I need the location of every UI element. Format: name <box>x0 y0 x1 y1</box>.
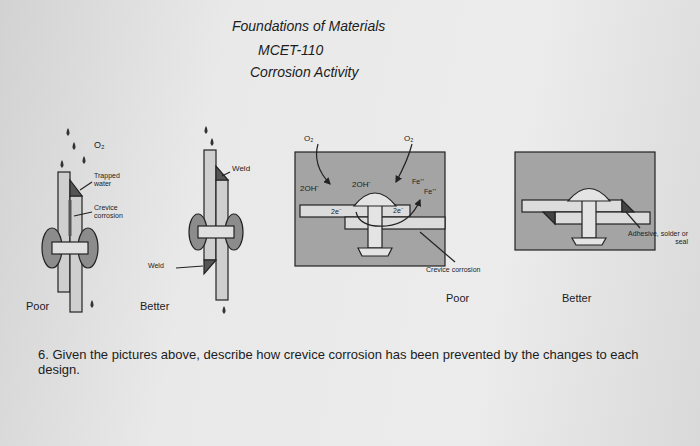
poor-joint-2 <box>295 144 455 266</box>
gas-label: O₂ <box>94 140 105 150</box>
electron-label: 2e⁻ <box>392 207 404 215</box>
ion-label: Fe⁺⁺ <box>424 188 436 196</box>
better-joint-1 <box>176 126 243 314</box>
rating-label: Better <box>140 300 169 313</box>
rating-label: Poor <box>446 292 469 305</box>
callout-label: Trapped water <box>94 172 128 188</box>
ion-label: 2OH⁻ <box>352 180 371 189</box>
course-code: MCET-110 <box>258 42 323 58</box>
gas-label: O₂ <box>404 134 413 143</box>
callout-label: Weld <box>148 262 164 270</box>
rating-label: Better <box>562 292 591 305</box>
worksheet-title: Foundations of Materials <box>232 18 385 34</box>
gas-label: O₂ <box>304 134 313 143</box>
ion-label: Fe⁺⁺ <box>412 178 424 186</box>
callout-label: Adhesive, solder or seal <box>626 230 688 246</box>
callout-label: Weld <box>232 164 250 173</box>
question-text: 6. Given the pictures above, describe ho… <box>38 348 648 378</box>
ion-label: 2OH⁻ <box>300 184 319 193</box>
poor-joint-1 <box>42 128 98 312</box>
callout-label: Crevice corrosion <box>426 266 480 274</box>
rating-label: Poor <box>26 300 49 313</box>
activity-name: Corrosion Activity <box>250 64 358 80</box>
electron-label: 2e⁻ <box>330 208 342 216</box>
callout-label: Crevice corrosion <box>94 204 136 220</box>
